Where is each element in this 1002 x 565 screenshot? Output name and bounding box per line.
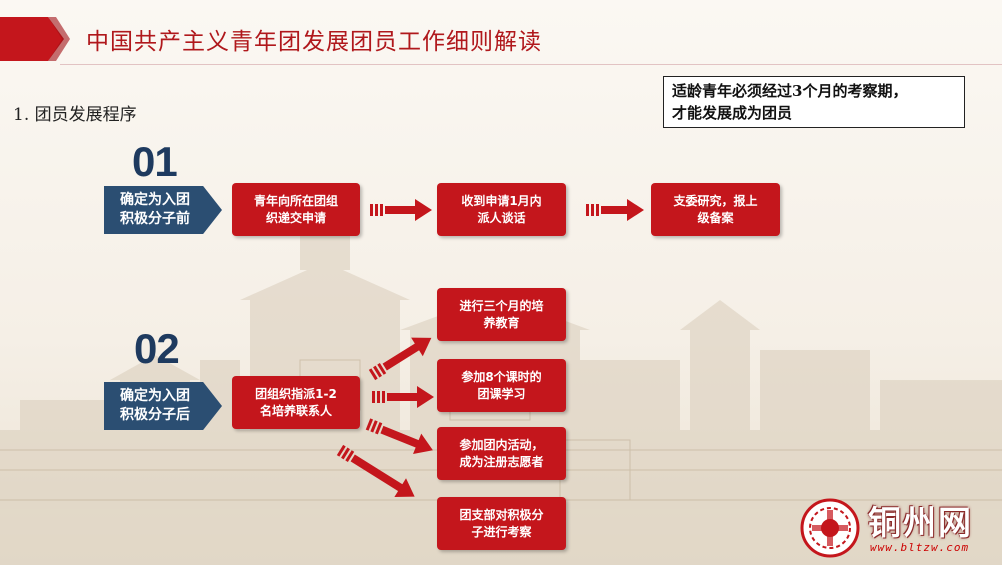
note-line-1: 适龄青年必须经过3个月的考察期， — [672, 82, 908, 100]
stage-2-number: 02 — [134, 325, 180, 372]
stage-1-step-1-line-1: 青年向所在团组 — [253, 193, 338, 208]
stage-2-branch-3-line-1: 参加团内活动， — [459, 437, 544, 452]
stage-1-step-3-line-1: 支委研究，报上 — [673, 193, 758, 208]
note-line-2: 才能发展成为团员 — [672, 104, 793, 122]
stage-2-tag: 确定为入团 积极分子后 — [104, 382, 222, 430]
arrow-to-branch-4 — [336, 444, 415, 497]
stage-2-source-line-1: 团组织指派1-2 — [255, 386, 337, 401]
arrow-step1-to-step2 — [370, 199, 432, 221]
stage-2-branch-2-line-1: 参加8个课时的 — [461, 369, 542, 384]
stage-2-branch-4-line-2: 子进行考察 — [471, 524, 532, 539]
stage-1-step-3-line-2: 级备案 — [697, 210, 734, 225]
stage-1-step-2: 收到申请1月内 派人谈话 — [437, 183, 566, 236]
stage-2-branch-4: 团支部对积极分 子进行考察 — [437, 497, 566, 550]
arrow-to-branch-1 — [368, 337, 432, 381]
stage-2-branch-3-line-2: 成为注册志愿者 — [459, 454, 544, 469]
stage-1-step-1: 青年向所在团组 织递交申请 — [232, 183, 360, 236]
stage-2-source-line-2: 名培养联系人 — [259, 403, 332, 418]
site-logo-icon — [800, 498, 860, 558]
stage-1-tag: 确定为入团 积极分子前 — [104, 186, 222, 234]
stage-2-branch-2-line-2: 团课学习 — [477, 386, 526, 401]
arrow-to-branch-2 — [372, 386, 434, 408]
arrow-to-branch-3 — [365, 418, 433, 455]
title-divider — [60, 64, 1002, 65]
stage-2-tag-line-1: 确定为入团 — [120, 388, 190, 404]
stage-1-step-2-line-2: 派人谈话 — [477, 210, 526, 225]
stage-2-branch-1-line-1: 进行三个月的培 — [459, 298, 544, 313]
note-box: 适龄青年必须经过3个月的考察期， 才能发展成为团员 — [663, 76, 965, 128]
title-banner-shape — [0, 17, 70, 61]
stage-2-branch-3: 参加团内活动， 成为注册志愿者 — [437, 427, 566, 480]
page-title: 中国共产主义青年团发展团员工作细则解读 — [86, 29, 542, 55]
section-heading: 1. 团员发展程序 — [13, 105, 137, 125]
stage-1-tag-line-2: 积极分子前 — [120, 211, 190, 227]
stage-2-source: 团组织指派1-2 名培养联系人 — [232, 376, 360, 429]
watermark-site-name: 铜州网 — [868, 503, 973, 542]
watermark-url: www.bltzw.com — [870, 541, 970, 554]
stage-1-step-1-line-2: 织递交申请 — [265, 210, 326, 225]
stage-1-step-3: 支委研究，报上 级备案 — [651, 183, 780, 236]
stage-2-branch-1: 进行三个月的培 养教育 — [437, 288, 566, 341]
stage-2-tag-line-2: 积极分子后 — [120, 407, 190, 423]
stage-1-tag-line-1: 确定为入团 — [120, 192, 190, 208]
stage-2-branch-2: 参加8个课时的 团课学习 — [437, 359, 566, 412]
stage-1-step-2-line-1: 收到申请1月内 — [461, 193, 542, 208]
stage-1-number: 01 — [132, 138, 178, 185]
stage-2-branch-4-line-1: 团支部对积极分 — [459, 507, 544, 522]
arrow-step2-to-step3 — [586, 199, 644, 221]
stage-2-branch-1-line-2: 养教育 — [483, 315, 520, 330]
